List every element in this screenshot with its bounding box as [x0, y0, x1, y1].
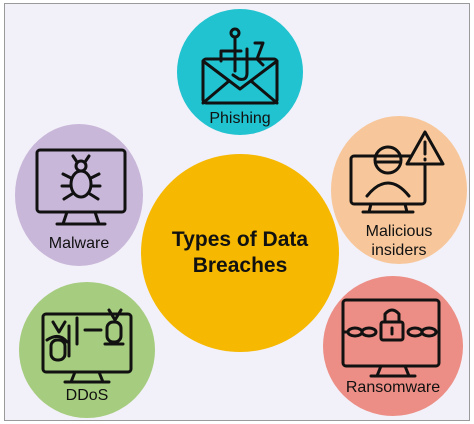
phishing-node: Phishing	[177, 9, 303, 135]
ddos-label: DDoS	[65, 387, 109, 404]
hacker-warning-icon	[349, 130, 445, 214]
phishing-label: Phishing	[209, 110, 271, 127]
ddos-node: DDoS	[19, 282, 155, 418]
center-circle: Types of Data Breaches	[141, 154, 339, 352]
monitor-bombs-icon	[41, 308, 133, 384]
monitor-bug-icon	[35, 148, 127, 226]
malware-label: Malware	[48, 235, 110, 252]
ransomware-node: Ransomware	[323, 276, 463, 416]
insiders-node: Malicious insiders	[331, 116, 467, 264]
insiders-label-line1: Malicious	[365, 223, 433, 240]
ransomware-label: Ransomware	[345, 379, 441, 396]
center-title: Types of Data Breaches	[171, 228, 309, 277]
monitor-lock-chain-icon	[341, 298, 441, 378]
malware-node: Malware	[15, 124, 143, 266]
diagram-canvas: Types of Data Breaches Phishing	[4, 3, 470, 421]
envelope-hook-icon	[201, 27, 279, 105]
insiders-label-line2: insiders	[371, 242, 427, 259]
